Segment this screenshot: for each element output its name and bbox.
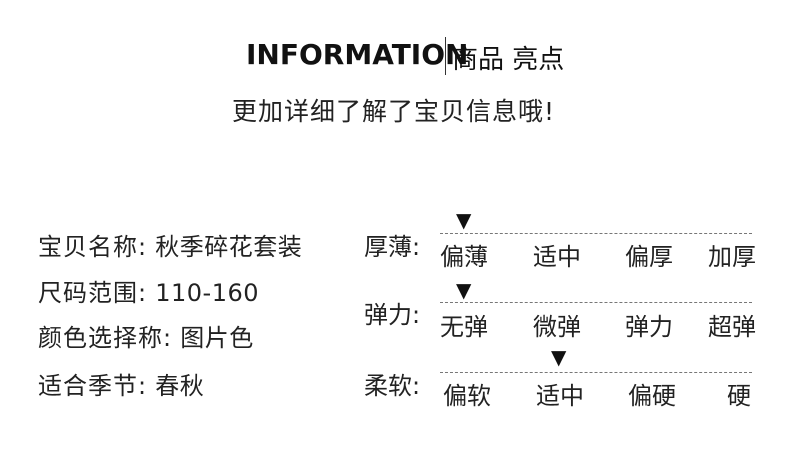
scale-option: 偏软 <box>443 382 491 410</box>
selected-marker-icon: ▼ <box>456 278 472 302</box>
header-en-title: INFORMATION <box>246 38 469 71</box>
scale-option: 偏薄 <box>440 243 488 271</box>
scale-option: 加厚 <box>708 243 756 271</box>
scale-option: 偏硬 <box>628 382 676 410</box>
info-label: 宝贝名称: <box>38 233 148 261</box>
selected-marker-icon: ▼ <box>456 208 472 232</box>
scale-dashed-line <box>440 302 752 303</box>
info-row-season: 适合季节: 春秋 <box>38 366 204 401</box>
info-value: 秋季碎花套装 <box>155 233 303 261</box>
scale-option: 硬 <box>727 382 751 410</box>
info-value: 110-160 <box>155 279 260 307</box>
scale-dashed-line <box>440 233 752 234</box>
selected-marker-icon: ▼ <box>551 345 567 369</box>
scale-option: 超弹 <box>708 313 756 341</box>
scale-label-softness: 柔软: <box>364 372 421 400</box>
scale-label-elasticity: 弹力: <box>364 301 421 329</box>
info-row-color: 颜色选择称: 图片色 <box>38 318 254 353</box>
scale-option: 适中 <box>536 382 584 410</box>
scale-option: 偏厚 <box>625 243 673 271</box>
info-label: 尺码范围: <box>38 279 148 307</box>
header-divider <box>445 37 446 75</box>
scale-dashed-line <box>440 372 752 373</box>
info-label: 适合季节: <box>38 372 148 400</box>
header-cn-title: 商品 亮点 <box>452 45 565 75</box>
info-value: 图片色 <box>180 324 254 352</box>
scale-option: 弹力 <box>625 313 673 341</box>
scale-option: 微弹 <box>533 313 581 341</box>
header-subtitle: 更加详细了解了宝贝信息哦! <box>232 97 556 126</box>
info-label: 颜色选择称: <box>38 324 173 352</box>
scale-label-thickness: 厚薄: <box>364 233 421 261</box>
info-value: 春秋 <box>155 372 205 400</box>
info-row-name: 宝贝名称: 秋季碎花套装 <box>38 227 302 262</box>
info-row-size: 尺码范围: 110-160 <box>38 273 259 308</box>
scale-option: 适中 <box>533 243 581 271</box>
scale-option: 无弹 <box>440 313 488 341</box>
